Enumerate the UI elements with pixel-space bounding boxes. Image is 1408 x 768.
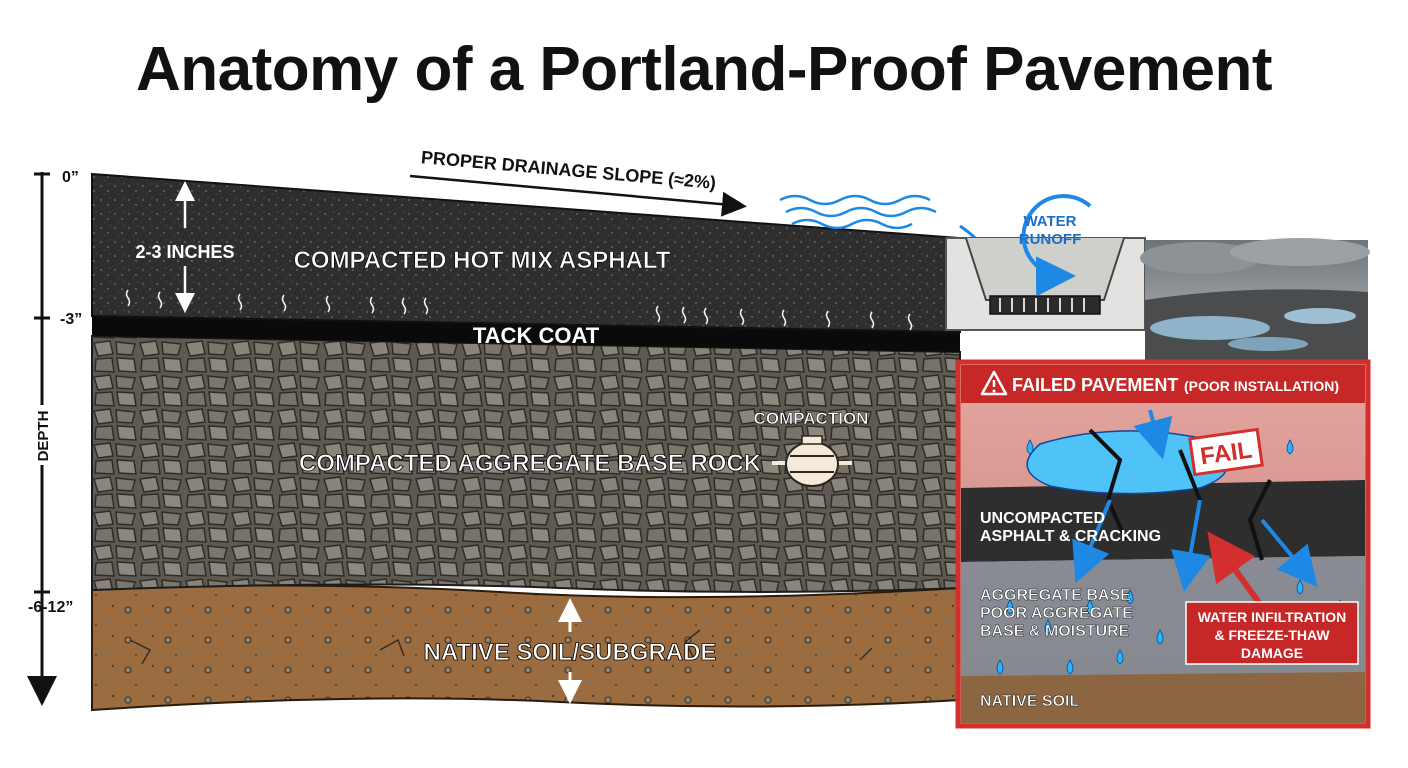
depth-tick-3: -3” bbox=[60, 311, 82, 328]
water-runoff-circular-arrow-icon bbox=[1021, 194, 1092, 297]
fail-stamp: FAIL bbox=[1188, 427, 1264, 477]
asphalt-label: COMPACTED HOT MIX ASPHALT bbox=[294, 247, 671, 274]
failed-base-label-1: AGGREGATE BASE bbox=[980, 587, 1131, 604]
page-title: Anatomy of a Portland-Proof Pavement bbox=[135, 35, 1273, 104]
tack-coat-layer bbox=[92, 316, 960, 352]
water-runoff-label-2: RUNOFF bbox=[1019, 231, 1082, 248]
tack-coat-squiggles bbox=[125, 289, 913, 331]
compaction-label: COMPACTION bbox=[754, 409, 869, 428]
svg-text:& FREEZE-THAW: & FREEZE-THAW bbox=[1214, 627, 1330, 643]
curb-drain bbox=[945, 237, 1146, 331]
failed-pavement-panel bbox=[955, 359, 1371, 729]
failed-panel-title: FAILED PAVEMENT bbox=[1012, 375, 1178, 395]
drainage-slope-arrow bbox=[409, 174, 747, 217]
base-rock-label: COMPACTED AGGREGATE BASE ROCK bbox=[299, 450, 762, 477]
svg-text:WATER INFILTRATION: WATER INFILTRATION bbox=[1198, 609, 1347, 625]
water-runoff-label-1: WATER bbox=[1023, 213, 1076, 230]
drainage-slope-label: PROPER DRAINAGE SLOPE (≈2%) bbox=[420, 147, 717, 193]
warning-icon bbox=[980, 370, 1008, 396]
svg-text:DAMAGE: DAMAGE bbox=[1241, 645, 1303, 661]
failed-base-label-3: BASE & MOISTURE bbox=[980, 623, 1130, 640]
failed-panel-subtitle: (POOR INSTALLATION) bbox=[1184, 378, 1339, 394]
failed-soil-label: NATIVE SOIL bbox=[980, 693, 1079, 710]
water-wave-icon bbox=[779, 194, 937, 230]
failed-asphalt-label-1: UNCOMPACTED bbox=[980, 510, 1105, 527]
depth-tick-0: 0” bbox=[62, 169, 79, 186]
failed-asphalt-label-2: ASPHALT & CRACKING bbox=[980, 528, 1161, 545]
aggregate-base-layer bbox=[91, 334, 961, 593]
depth-tick-6-12: -6-12” bbox=[28, 599, 73, 616]
compaction-roller-icon bbox=[772, 435, 852, 487]
tack-coat-label: TACK COAT bbox=[473, 323, 600, 348]
subgrade-label: NATIVE SOIL/SUBGRADE bbox=[424, 639, 717, 666]
depth-axis-label: DEPTH bbox=[35, 411, 52, 462]
asphalt-layer bbox=[91, 172, 961, 334]
infiltration-callout: WATER INFILTRATION & FREEZE-THAW DAMAGE bbox=[1185, 601, 1359, 665]
failed-base-label-2: POOR AGGREGATE bbox=[980, 605, 1133, 622]
asphalt-thickness-label: 2-3 INCHES bbox=[135, 242, 234, 262]
infiltration-arrow bbox=[1207, 531, 1263, 606]
rainy-road-photo bbox=[1140, 238, 1370, 360]
